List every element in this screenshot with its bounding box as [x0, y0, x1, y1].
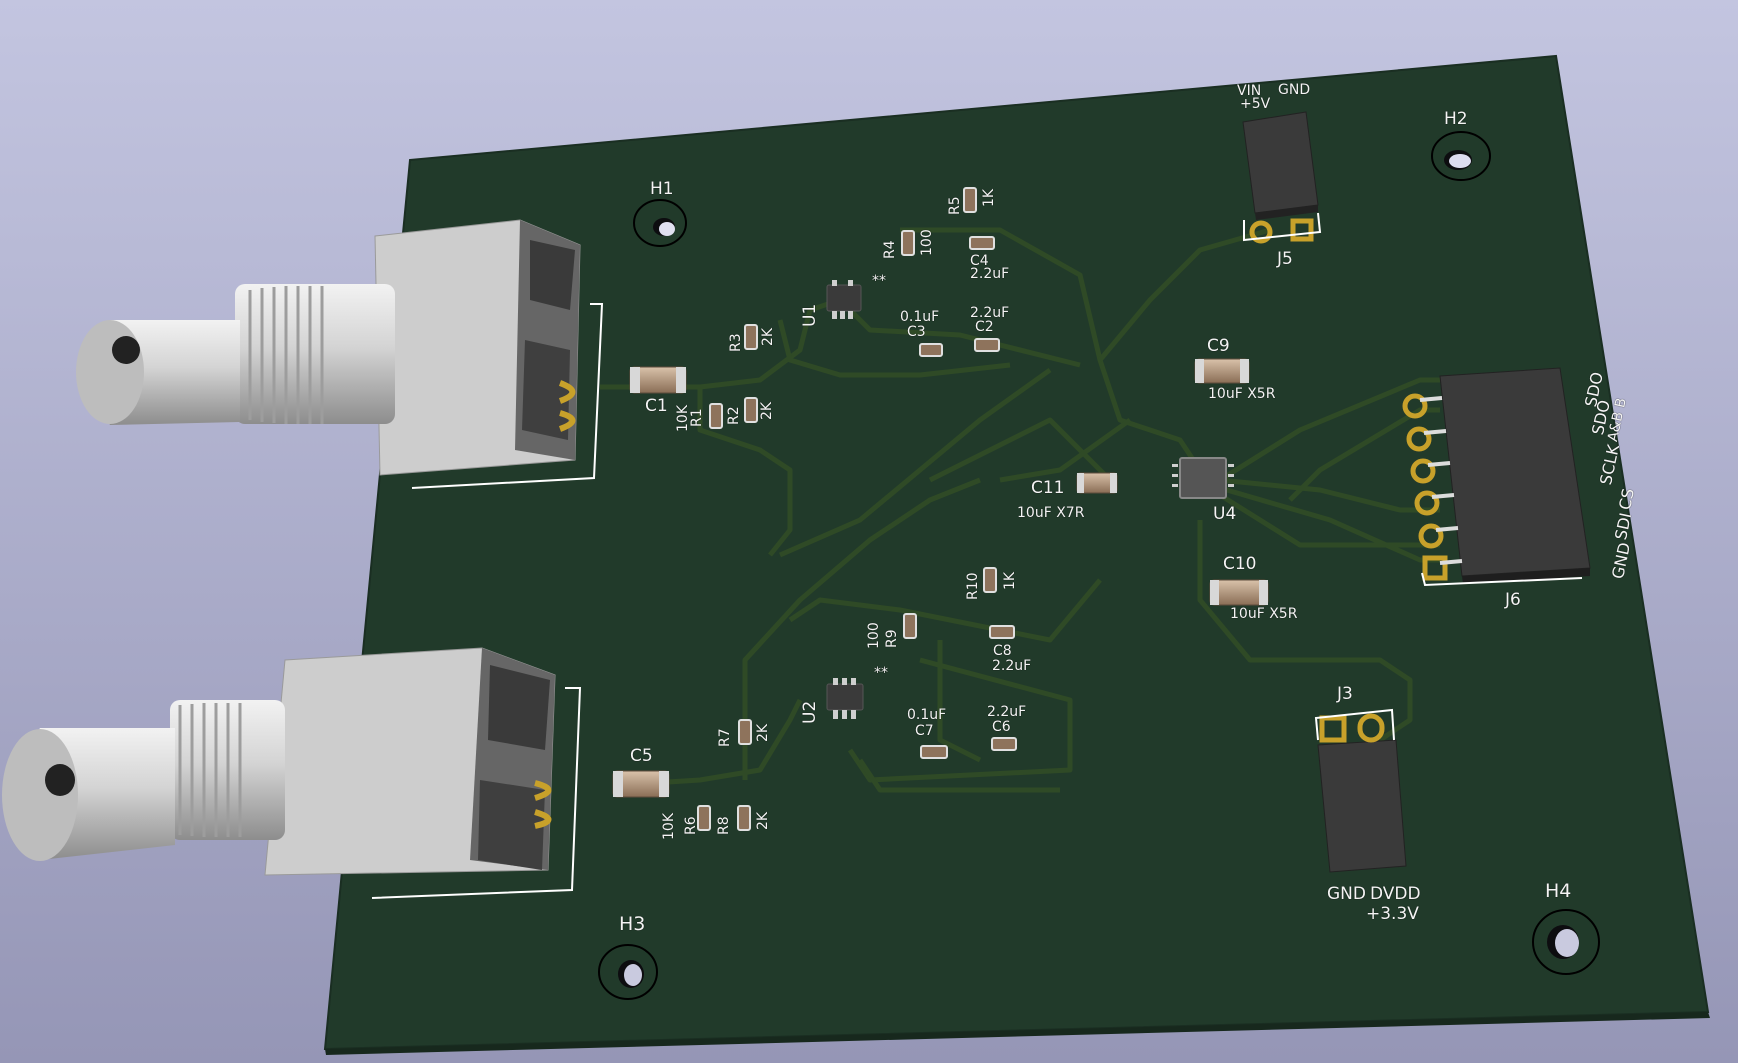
label-c7-value: 0.1uF — [907, 707, 947, 723]
label-r8-value: 2K — [755, 811, 771, 830]
bnc-connector-1 — [76, 219, 581, 476]
label-h3: H3 — [619, 913, 646, 935]
label-r9-value: 100 — [866, 622, 882, 649]
label-c6: C6 — [992, 719, 1011, 735]
label-r6-value: 10K — [661, 813, 677, 840]
label-c8: C8 — [993, 643, 1012, 659]
label-r9: R9 — [884, 629, 900, 648]
label-r10: R10 — [965, 572, 981, 600]
label-r4: R4 — [882, 240, 898, 259]
label-r7-value: 2K — [755, 723, 771, 742]
label-j3: J3 — [1337, 684, 1353, 704]
capacitor-c11 — [1076, 472, 1118, 494]
label-c6-value: 2.2uF — [987, 704, 1027, 720]
label-j5-vin: VIN — [1237, 83, 1262, 99]
capacitor-c5 — [612, 770, 670, 798]
label-j3-dvdd: DVDD — [1370, 884, 1421, 904]
label-r8: R8 — [716, 816, 732, 835]
label-c2-value: 2.2uF — [970, 305, 1010, 321]
label-r4-value: 100 — [919, 229, 935, 256]
label-c9-value: 10uF X5R — [1208, 386, 1276, 402]
label-r5: R5 — [947, 196, 963, 215]
label-c1: C1 — [645, 396, 668, 416]
mounting-hole-h4 — [1532, 909, 1600, 975]
label-r5-value: 1K — [981, 188, 997, 207]
capacitor-c9 — [1194, 358, 1250, 384]
label-j3-gnd: GND — [1327, 884, 1366, 904]
label-c10: C10 — [1223, 554, 1257, 574]
label-u4: U4 — [1213, 504, 1237, 524]
label-r6: R6 — [683, 816, 699, 835]
label-c3-value: 0.1uF — [900, 309, 940, 325]
label-r2-value: 2K — [759, 401, 775, 420]
label-u1: U1 — [800, 303, 820, 327]
label-c3: C3 — [907, 324, 926, 340]
label-r10-value: 1K — [1002, 571, 1018, 590]
label-c7: C7 — [915, 723, 934, 739]
connector-j6 — [1402, 367, 1591, 587]
label-c11: C11 — [1031, 478, 1065, 498]
label-c4: C4 — [970, 253, 989, 269]
label-r3-value: 2K — [760, 327, 776, 346]
label-c2: C2 — [975, 319, 994, 335]
label-j5-5v: +5V — [1240, 96, 1271, 112]
ic-u2 — [826, 678, 864, 719]
mounting-hole-h2 — [1431, 131, 1491, 181]
label-r1-value: 10K — [675, 405, 691, 432]
label-c9: C9 — [1207, 336, 1230, 356]
label-r3: R3 — [728, 333, 744, 352]
small-passives — [697, 187, 1017, 831]
ic-u4 — [1172, 457, 1234, 499]
label-j6: J6 — [1505, 590, 1521, 610]
label-h2: H2 — [1444, 109, 1468, 129]
mounting-hole-h1 — [633, 199, 687, 247]
label-j6-cs: CS — [1615, 486, 1639, 512]
mounting-hole-h3 — [598, 944, 658, 1000]
capacitor-c1 — [629, 366, 687, 394]
label-c10-value: 10uF X5R — [1230, 606, 1298, 622]
label-u1-mark: ** — [872, 273, 886, 289]
label-u2-mark: ** — [874, 665, 888, 681]
label-c5: C5 — [630, 746, 653, 766]
label-c8-value: 2.2uF — [992, 658, 1032, 674]
label-u2: U2 — [800, 700, 820, 724]
label-c11-value: 10uF X7R — [1017, 505, 1085, 521]
label-r7: R7 — [717, 728, 733, 747]
capacitor-c10 — [1209, 579, 1269, 606]
connector-j5 — [1242, 111, 1322, 244]
connector-j3 — [1314, 708, 1407, 873]
label-r2: R2 — [726, 406, 742, 425]
label-h1: H1 — [650, 179, 674, 199]
ic-u1 — [826, 280, 862, 319]
label-j5: J5 — [1277, 249, 1293, 269]
label-r1: R1 — [689, 408, 705, 427]
label-j5-gnd: GND — [1278, 82, 1311, 98]
label-h4: H4 — [1545, 880, 1572, 902]
bnc-connector-2 — [2, 647, 556, 876]
label-j3-33v: +3.3V — [1366, 904, 1419, 924]
label-c4-value: 2.2uF — [970, 266, 1010, 282]
